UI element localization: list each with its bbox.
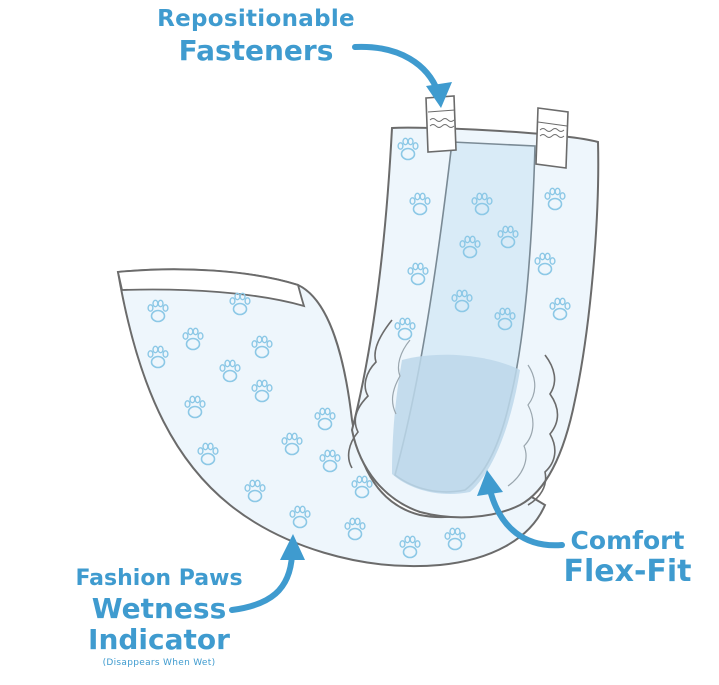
- curved-arrow-icon: [477, 470, 565, 549]
- wetness-callout-line1: Fashion Paws: [75, 566, 243, 591]
- wet-area: [392, 354, 520, 494]
- flex-fit-callout-line1: Comfort: [570, 526, 685, 555]
- flex-fit-callout: Comfort Flex-Fit: [540, 528, 715, 587]
- wetness-indicator-callout: Fashion Paws Wetness Indicator (Disappea…: [20, 568, 298, 668]
- flex-fit-callout-line2: Flex-Fit: [563, 554, 692, 589]
- wetness-callout-line3: Indicator: [88, 623, 230, 656]
- front-rim: [116, 268, 306, 308]
- fasteners-callout-line1: Repositionable: [157, 6, 355, 32]
- right-leg-cuff: [527, 354, 559, 506]
- wetness-callout-note: (Disappears When Wet): [102, 658, 216, 668]
- fasteners-callout: Repositionable Fasteners: [126, 8, 386, 65]
- fasteners-callout-line2: Fasteners: [178, 34, 334, 67]
- fastener-tab-icon: [535, 107, 569, 169]
- wetness-callout-line2: Wetness: [91, 592, 227, 625]
- left-leg-cuff: [347, 319, 393, 469]
- curved-arrow-icon: [352, 43, 452, 108]
- curved-arrow-icon: [229, 534, 305, 613]
